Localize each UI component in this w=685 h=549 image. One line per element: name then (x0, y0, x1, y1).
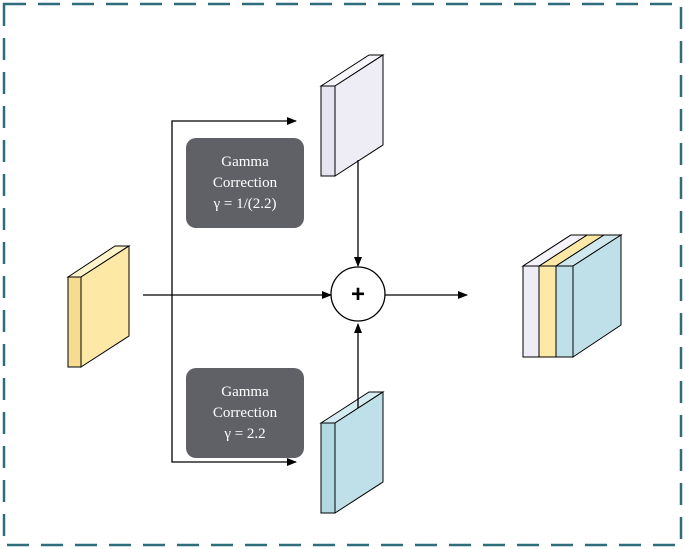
output-feature-stack (521, 234, 623, 358)
upper-gamma-title: Gamma (221, 153, 269, 170)
lower-feature-block (319, 391, 385, 514)
fusion-add-node: + (330, 266, 386, 322)
upper-gamma-label: Gamma Correction γ = 1/(2.2) (186, 138, 304, 228)
lower-gamma-label: Gamma Correction γ = 2.2 (186, 368, 304, 458)
lower-gamma-subtitle: Correction (212, 404, 278, 421)
connector-lines (143, 117, 468, 466)
upper-gamma-value: γ = 1/(2.2) (213, 195, 277, 212)
upper-feature-block (319, 54, 385, 177)
upper-gamma-subtitle: Correction (212, 174, 278, 191)
input-feature-block (66, 245, 131, 368)
lower-gamma-value: γ = 2.2 (224, 425, 266, 442)
plus-symbol: + (351, 281, 365, 308)
lower-gamma-title: Gamma (221, 383, 269, 400)
